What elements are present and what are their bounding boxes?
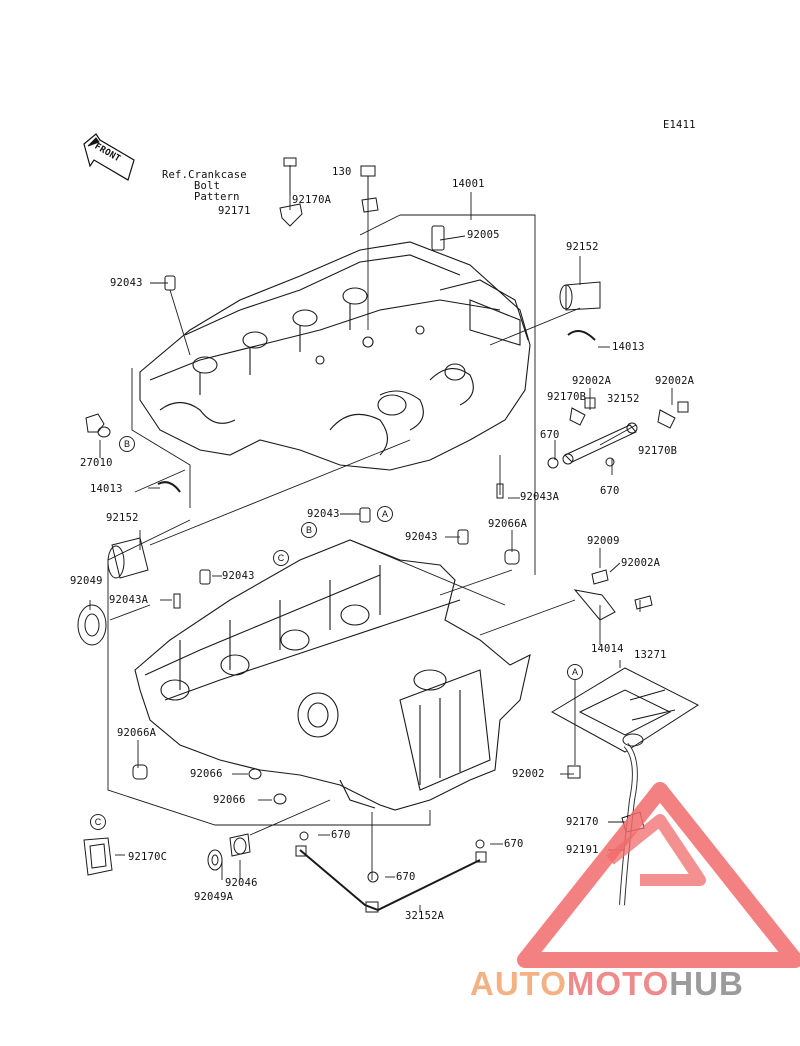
part-92005: 92005 (467, 229, 500, 241)
part-670-1: 670 (540, 429, 560, 441)
small-parts (77, 157, 700, 913)
part-92002A-3: 92002A (621, 557, 661, 569)
part-130: 130 (332, 166, 352, 178)
part-92191: 92191 (566, 844, 599, 856)
part-670-5: 670 (396, 871, 416, 883)
group-frames (107, 214, 576, 826)
part-670-3: 670 (331, 829, 351, 841)
ref-note-line1: Ref.Crankcase (162, 169, 247, 181)
part-14014: 14014 (591, 643, 624, 655)
part-92066-1: 92066 (190, 768, 223, 780)
watermark-part-hub: HUB (669, 965, 744, 1002)
part-92152-left: 92152 (106, 512, 139, 524)
part-670-4: 670 (504, 838, 524, 850)
front-arrow-icon (83, 133, 135, 181)
ref-note-line3: Pattern (194, 191, 240, 203)
part-14001: 14001 (452, 178, 485, 190)
watermark-part-auto: AUTO (470, 965, 567, 1002)
part-670-2: 670 (600, 485, 620, 497)
part-92171: 92171 (218, 205, 251, 217)
callout-c-2: C (90, 814, 106, 830)
part-92046: 92046 (225, 877, 258, 889)
part-92170: 92170 (566, 816, 599, 828)
part-92170A: 92170A (292, 194, 332, 206)
watermark-text: AUTOMOTOHUB (470, 965, 744, 1003)
part-92043A-1: 92043A (520, 491, 560, 503)
diagram-code: E1411 (663, 119, 696, 131)
callout-b-2: B (301, 522, 317, 538)
ref-note-line2: Bolt (194, 180, 221, 192)
part-92002A-1: 92002A (572, 375, 612, 387)
callout-a-2: A (567, 664, 583, 680)
part-92009: 92009 (587, 535, 620, 547)
part-92043A-2: 92043A (109, 594, 149, 606)
part-32152A: 32152A (405, 910, 445, 922)
part-92152-top: 92152 (566, 241, 599, 253)
part-32152: 32152 (607, 393, 640, 405)
part-92066A-2: 92066A (117, 727, 157, 739)
part-14013-left: 14013 (90, 483, 123, 495)
part-92043-top: 92043 (110, 277, 143, 289)
part-13271: 13271 (634, 649, 667, 661)
part-92066-2: 92066 (213, 794, 246, 806)
part-92002A-2: 92002A (655, 375, 695, 387)
watermark-logo-icon (517, 782, 800, 968)
callout-a-1: A (377, 506, 393, 522)
part-92170B-2: 92170B (638, 445, 678, 457)
part-14013-right: 14013 (612, 341, 645, 353)
part-92043-mid2: 92043 (405, 531, 438, 543)
part-27010: 27010 (80, 457, 113, 469)
part-92043-mid: 92043 (307, 508, 340, 520)
callout-c-1: C (273, 550, 289, 566)
part-92170C: 92170C (128, 851, 168, 863)
part-92043-left: 92043 (222, 570, 255, 582)
upper-crankcase-shape (139, 241, 531, 471)
callout-b-1: B (119, 436, 135, 452)
part-92170B-1: 92170B (547, 391, 587, 403)
part-92066A-1: 92066A (488, 518, 528, 530)
part-92049: 92049 (70, 575, 103, 587)
watermark-part-moto: MOTO (566, 965, 670, 1002)
part-92002: 92002 (512, 768, 545, 780)
part-92049A: 92049A (194, 891, 234, 903)
leader-lines (89, 165, 673, 912)
